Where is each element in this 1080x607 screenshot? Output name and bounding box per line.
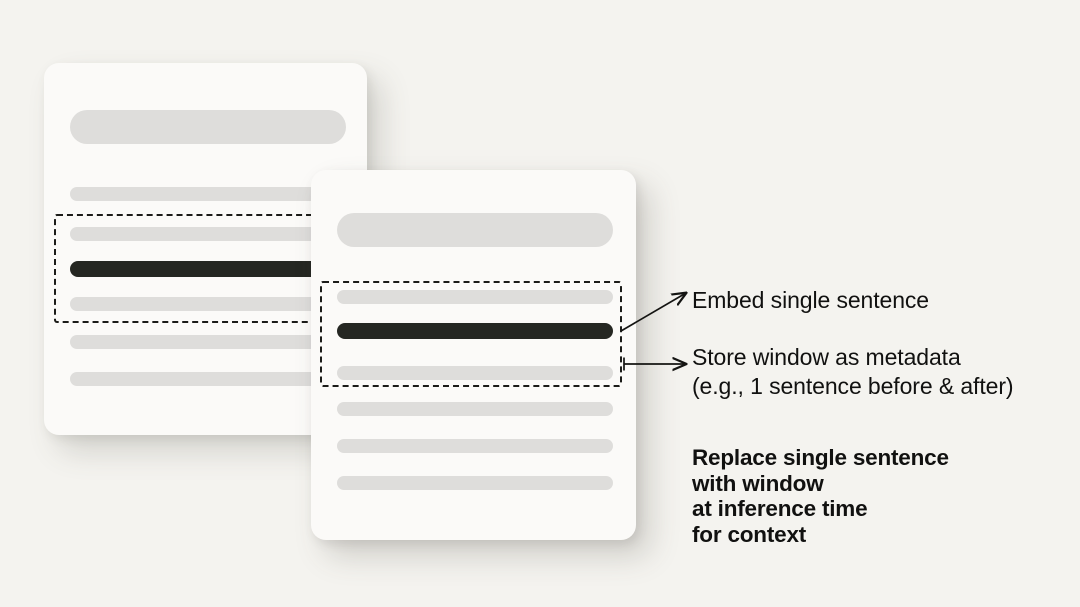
- annotation-store-window-as-metadata: Store window as metadata (e.g., 1 senten…: [692, 344, 1014, 399]
- text-line: [337, 476, 613, 490]
- text-line: [70, 297, 346, 311]
- highlighted-sentence-bar: [337, 323, 613, 339]
- annotation-embed-single-sentence: Embed single sentence: [692, 287, 929, 313]
- text-line: [337, 290, 613, 304]
- text-line: [337, 366, 613, 380]
- text-line: [337, 402, 613, 416]
- text-line: [337, 439, 613, 453]
- annotation-replace-sentence-callout: Replace single sentence with window at i…: [692, 445, 949, 547]
- text-line: [70, 335, 346, 349]
- highlighted-sentence-bar: [70, 261, 346, 277]
- text-line: [70, 187, 346, 201]
- sentence-window-box-front: [320, 281, 622, 387]
- arrow-embed-single-sentence: [620, 293, 686, 332]
- document-title-bar: [70, 110, 346, 144]
- document-title-bar: [337, 213, 613, 247]
- front-document-card[interactable]: [311, 170, 636, 540]
- text-line: [70, 372, 346, 386]
- text-line: [70, 227, 346, 241]
